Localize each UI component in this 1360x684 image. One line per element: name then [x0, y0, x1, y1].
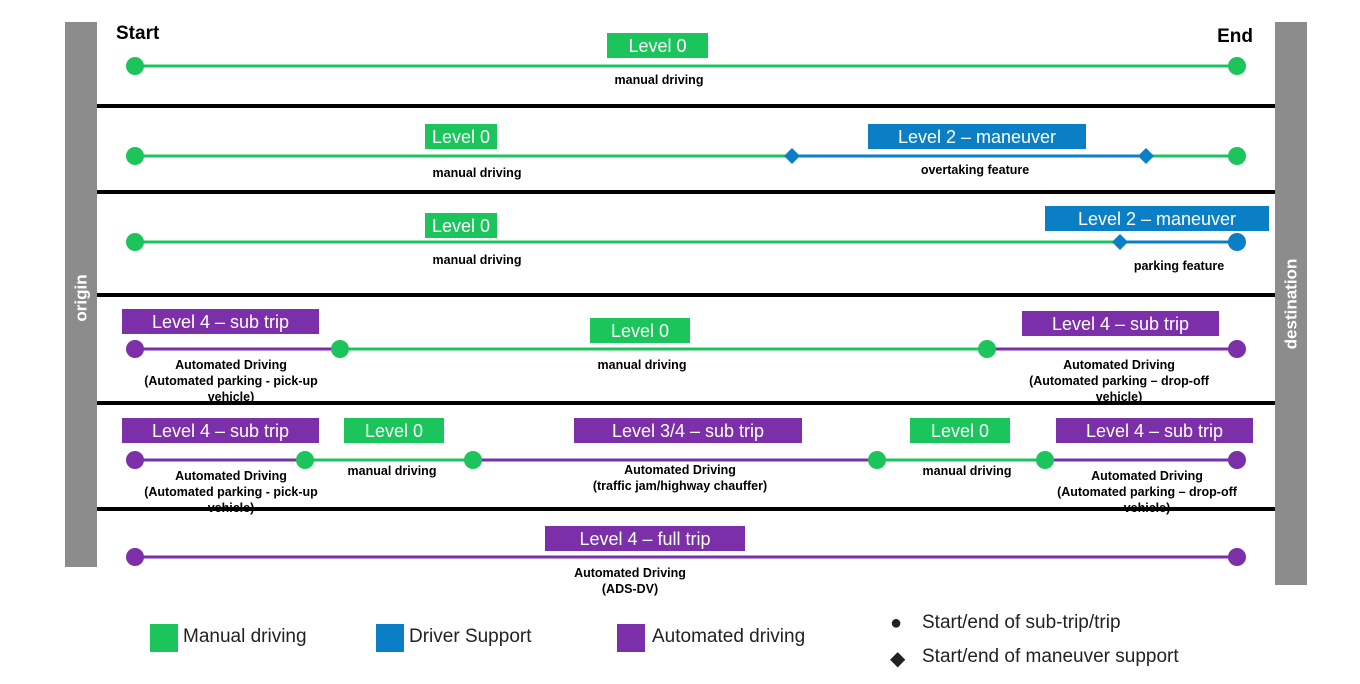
segment-caption: (Automated parking – drop-off [1029, 374, 1210, 388]
start-label: Start [116, 23, 160, 44]
segment-caption: parking feature [1134, 259, 1224, 273]
level-tag-label: Level 4 – sub trip [152, 421, 289, 441]
level-tag [344, 418, 444, 443]
origin-label: origin [72, 274, 91, 321]
circle-marker [331, 340, 349, 358]
level-tag-label: Level 4 – sub trip [1052, 314, 1189, 334]
segment-caption: manual driving [598, 358, 687, 372]
origin-bar [65, 22, 97, 567]
level-tag [1056, 418, 1253, 443]
circle-marker [296, 451, 314, 469]
circle-marker [1228, 233, 1246, 251]
destination-bar [1275, 22, 1307, 585]
segment-caption: (Automated parking - pick-up [144, 485, 318, 499]
circle-marker [868, 451, 886, 469]
end-label: End [1217, 26, 1253, 47]
level-tag [910, 418, 1010, 443]
segment-caption: Automated Driving [175, 358, 287, 372]
circle-marker [126, 147, 144, 165]
circle-marker [1228, 548, 1246, 566]
level-tag [574, 418, 802, 443]
level-tag [122, 418, 319, 443]
level-tag-label: Level 0 [432, 216, 490, 236]
level-tag [425, 124, 497, 149]
level-tag-label: Level 2 – maneuver [1078, 209, 1236, 229]
row-separator [97, 190, 1275, 194]
level-tag-label: Level 0 [931, 421, 989, 441]
segment-caption: vehicle) [1124, 501, 1171, 515]
destination-label: destination [1282, 259, 1301, 350]
circle-marker [1036, 451, 1054, 469]
circle-marker [1228, 147, 1246, 165]
diamond-marker [1112, 234, 1128, 250]
circle-marker [464, 451, 482, 469]
level-tag-label: Level 0 [628, 36, 686, 56]
diamond-marker [1138, 148, 1154, 164]
level-tag-label: Level 0 [611, 321, 669, 341]
segment-caption: Automated Driving [574, 566, 686, 580]
segment-caption: manual driving [348, 464, 437, 478]
level-tag [1045, 206, 1269, 231]
level-tag-label: Level 4 – full trip [579, 529, 710, 549]
level-tag-label: Level 0 [365, 421, 423, 441]
segment-caption: Automated Driving [175, 469, 287, 483]
segment-caption: manual driving [615, 73, 704, 87]
segment-caption: (Automated parking – drop-off [1057, 485, 1238, 499]
trip-row-4: Level 4 – sub trip Level 0 Level 4 – sub t… [122, 309, 1246, 404]
level-tag-label: Level 4 – sub trip [152, 312, 289, 332]
segment-caption: vehicle) [208, 501, 255, 515]
segment-caption: Automated Driving [624, 463, 736, 477]
level-tag [425, 213, 497, 238]
level-tag-label: Level 4 – sub trip [1086, 421, 1223, 441]
segment-caption: manual driving [433, 253, 522, 267]
segment-caption: overtaking feature [921, 163, 1029, 177]
segment-caption: vehicle) [208, 390, 255, 404]
trip-row-3: Level 0 Level 2 – maneuver manual driving p… [126, 206, 1269, 273]
row-separator [97, 104, 1275, 108]
segment-caption: (traffic jam/highway chauffer) [593, 479, 767, 493]
trip-row-5: Level 4 – sub trip Level 0 Level 3/4 – sub… [122, 418, 1253, 515]
circle-marker [1228, 340, 1246, 358]
level-tag [868, 124, 1086, 149]
level-tag [1022, 311, 1219, 336]
circle-marker [126, 548, 144, 566]
level-tag-label: Level 2 – maneuver [898, 127, 1056, 147]
circle-marker [126, 233, 144, 251]
circle-marker [126, 340, 144, 358]
circle-marker [1228, 451, 1246, 469]
segment-caption: (ADS-DV) [602, 582, 658, 596]
trip-row-1: Level 0 manual driving [126, 33, 1246, 87]
segment-caption: (Automated parking - pick-up [144, 374, 318, 388]
segment-caption: Automated Driving [1063, 358, 1175, 372]
circle-marker [978, 340, 996, 358]
level-tag-label: Level 0 [432, 127, 490, 147]
segment-caption: manual driving [433, 166, 522, 180]
level-tag [122, 309, 319, 334]
segment-caption: vehicle) [1096, 390, 1143, 404]
circle-marker [1228, 57, 1246, 75]
row-separator [97, 293, 1275, 297]
row-separator [97, 401, 1275, 405]
level-tag [545, 526, 745, 551]
circle-marker [126, 57, 144, 75]
level-tag-label: Level 3/4 – sub trip [612, 421, 764, 441]
level-tag [590, 318, 690, 343]
segment-caption: Automated Driving [1091, 469, 1203, 483]
level-tag [607, 33, 708, 58]
diamond-marker [784, 148, 800, 164]
trip-row-2: Level 0 Level 2 – maneuver manual driving o… [126, 124, 1246, 180]
circle-marker [126, 451, 144, 469]
row-separator [97, 507, 1275, 511]
segment-caption: manual driving [923, 464, 1012, 478]
